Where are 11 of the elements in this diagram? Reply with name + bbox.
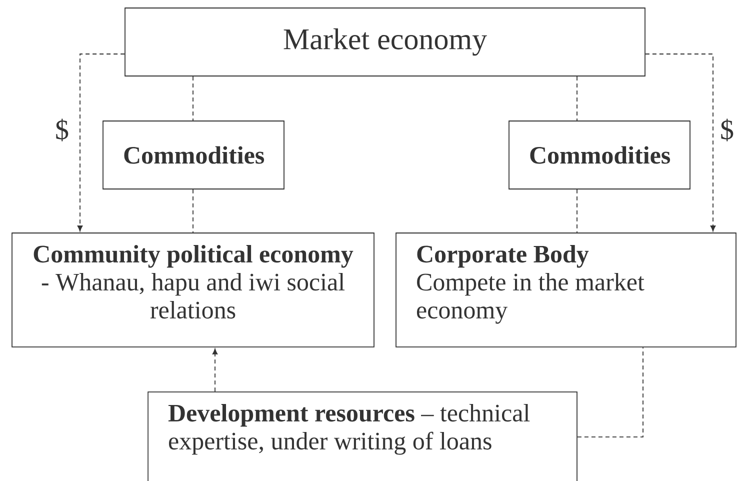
market-box: Market economy — [124, 8, 646, 76]
community-box: Community political economy - Whanau, hapu and iwi social relations — [12, 232, 374, 348]
edge-label: $ — [720, 118, 734, 142]
arrow — [645, 54, 716, 232]
corporate-box: Corporate Body Compete in the market economy — [396, 232, 736, 348]
arrow — [77, 54, 125, 232]
arrow — [212, 348, 218, 392]
edge-label: $ — [54, 118, 70, 142]
resources-box: Development resources – technical expertise, under writing of loans — [148, 392, 578, 481]
commodities-box: Commodities — [508, 120, 690, 190]
commodities-box: Commodities — [102, 120, 284, 190]
